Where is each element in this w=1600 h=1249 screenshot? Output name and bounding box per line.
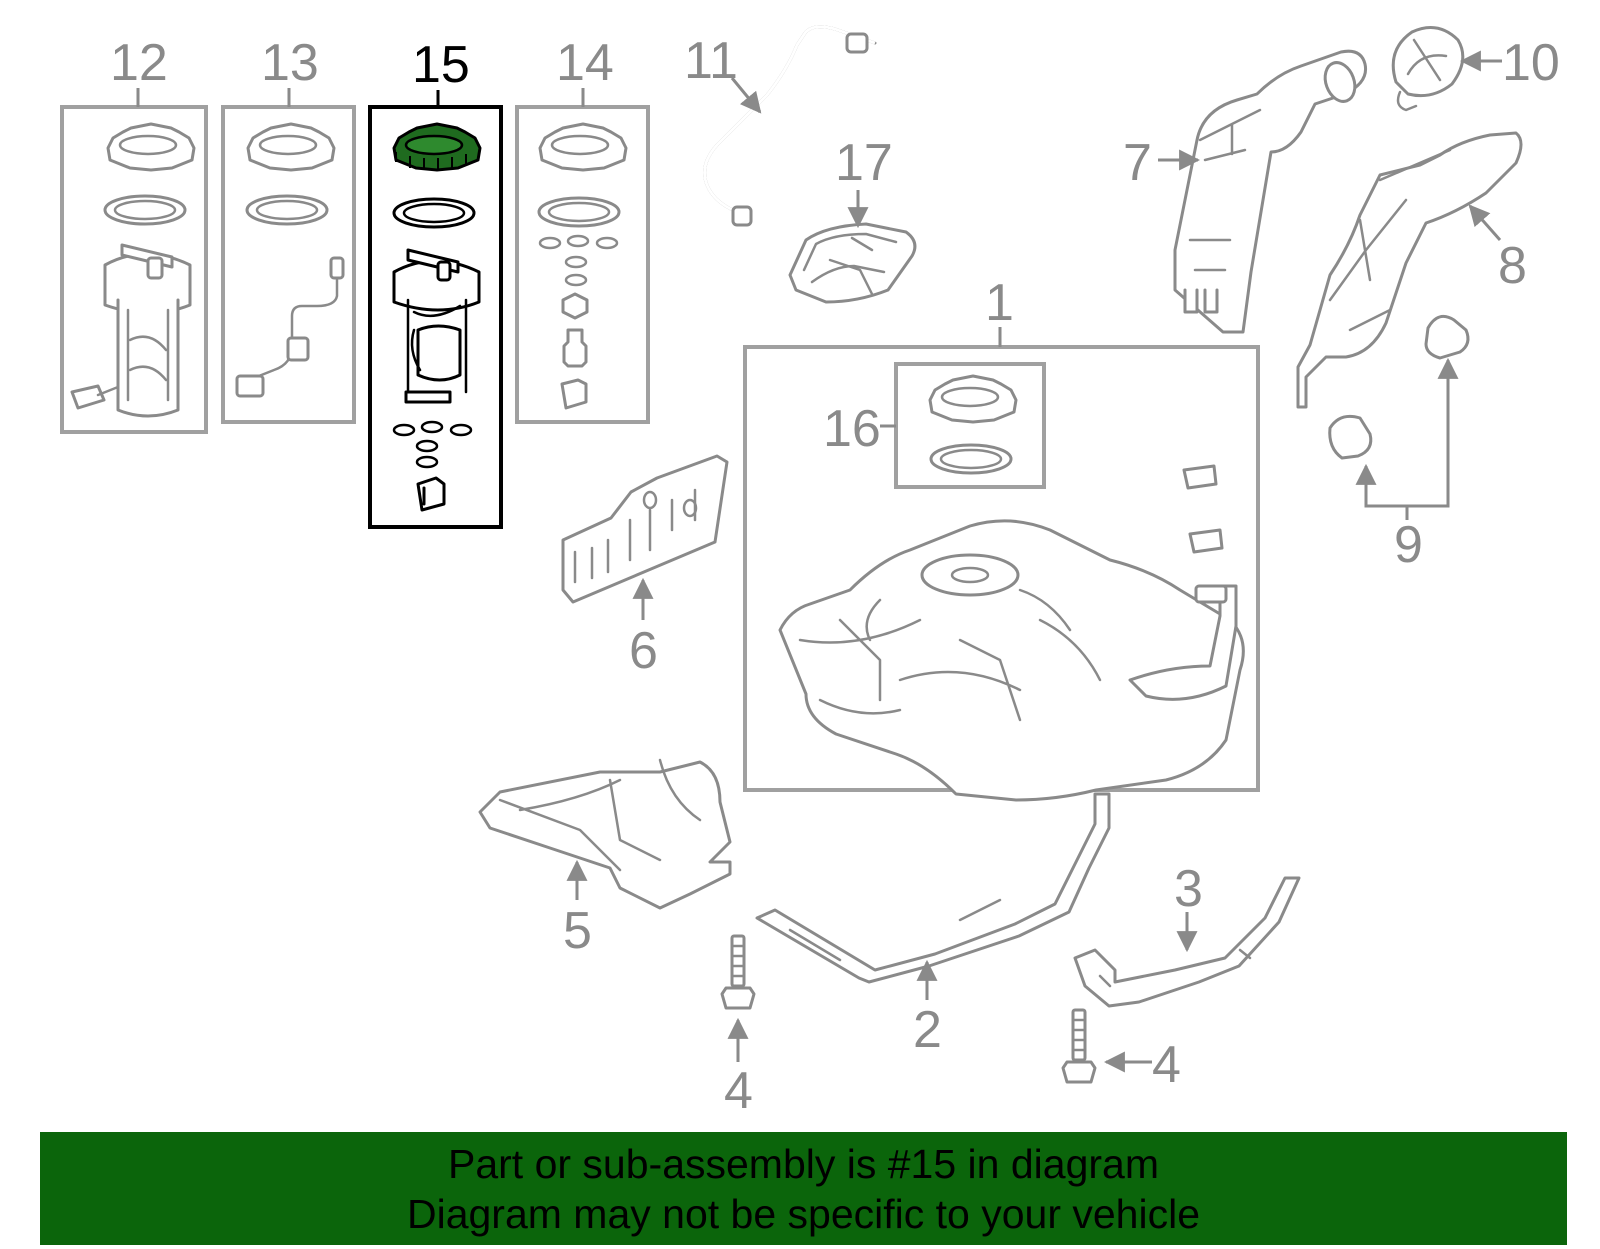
callout-7: 7: [1123, 134, 1152, 192]
part-16-group[interactable]: 16: [823, 362, 1046, 489]
wire-harness-13: [235, 256, 345, 398]
part-8-splash-shield[interactable]: 8: [1296, 131, 1527, 409]
part-group-15[interactable]: 15: [368, 36, 503, 529]
callout-4b: 4: [1152, 1036, 1181, 1094]
tank-clips: [1182, 464, 1224, 554]
callout-17: 17: [835, 134, 893, 192]
filter-clip-15: [416, 476, 446, 512]
clip-9-lower: [1328, 414, 1373, 460]
part-group-13[interactable]: 13: [221, 34, 356, 424]
lock-ring-15-highlighted[interactable]: [392, 122, 482, 172]
part-3-tank-strap[interactable]: 3: [1073, 860, 1301, 1008]
part-group-12[interactable]: 12: [60, 34, 208, 434]
callout-14: 14: [556, 34, 614, 92]
lock-ring-14: [538, 122, 628, 172]
part-17-shield[interactable]: 17: [788, 134, 917, 304]
callout-6: 6: [629, 622, 658, 680]
part-1-fuel-tank[interactable]: 16 1: [743, 274, 1260, 802]
callout-16: 16: [823, 400, 881, 458]
callout-13: 13: [261, 34, 319, 92]
callout-11: 11: [684, 32, 738, 90]
clip-9-upper: [1424, 314, 1470, 360]
part-6-heat-shield[interactable]: 6: [561, 454, 729, 680]
tank-body: [778, 519, 1245, 802]
lock-ring-12: [106, 122, 196, 172]
part-2-tank-strap[interactable]: 2: [755, 792, 1111, 1059]
notice-banner: Part or sub-assembly is #15 in diagram D…: [40, 1132, 1567, 1245]
callout-5: 5: [563, 902, 592, 960]
part-9-clips[interactable]: 9: [1328, 314, 1470, 574]
banner-line-1: Part or sub-assembly is #15 in diagram: [448, 1140, 1159, 1187]
callout-8: 8: [1498, 237, 1527, 295]
filter-14: [562, 328, 588, 368]
part-10-fuel-cap[interactable]: 10: [1391, 26, 1560, 112]
callout-15: 15: [412, 36, 470, 94]
callout-3: 3: [1174, 860, 1203, 918]
callout-10: 10: [1502, 34, 1560, 92]
callout-1: 1: [985, 274, 1014, 332]
callout-2: 2: [913, 1001, 942, 1059]
part-4-bolt-left[interactable]: 4: [720, 934, 756, 1120]
clip-14: [560, 378, 588, 410]
part-group-14[interactable]: 14: [515, 34, 650, 424]
o-rings-15: [392, 420, 473, 469]
lock-ring-13: [246, 122, 336, 172]
fuel-pump-module-12: [70, 243, 192, 418]
callout-9: 9: [1394, 516, 1423, 574]
part-4-bolt-right[interactable]: 4: [1061, 1008, 1181, 1094]
pressure-regulator-14: [561, 292, 589, 320]
part-7-filler-pipe[interactable]: 7: [1123, 49, 1368, 334]
part-5-underbody-shield[interactable]: 5: [478, 758, 732, 960]
fuel-pump-module-15: [392, 248, 481, 404]
banner-line-2: Diagram may not be specific to your vehi…: [406, 1190, 1200, 1237]
lock-ring-16: [928, 374, 1018, 424]
callout-12: 12: [110, 34, 168, 92]
o-rings-14: [538, 234, 619, 287]
callout-4a: 4: [724, 1062, 753, 1120]
part-11-fuel-line[interactable]: 11: [684, 25, 877, 227]
